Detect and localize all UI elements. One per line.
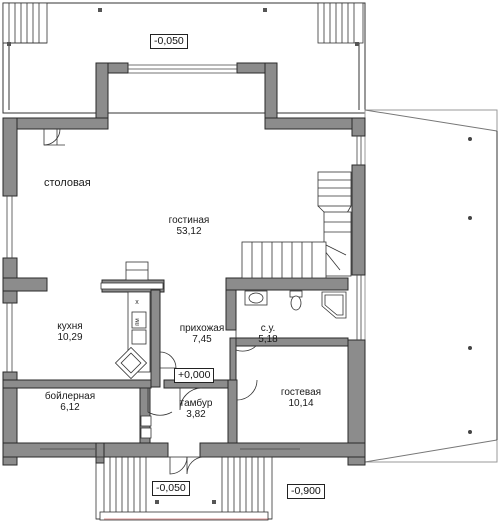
- room-living: гостиная 53,12: [164, 215, 214, 237]
- room-wc: с.у. 5,18: [252, 323, 284, 345]
- windows: [6, 64, 362, 450]
- room-vestibule-area: 3,82: [186, 409, 206, 420]
- doors: [43, 128, 258, 475]
- room-guest-area: 10,14: [288, 398, 314, 409]
- room-vestibule: тамбур 3,82: [172, 398, 220, 420]
- room-hall-name: прихожая: [179, 323, 225, 334]
- boiler-equipment: [140, 415, 152, 439]
- staircase: [241, 171, 352, 279]
- room-boiler-name: бойлерная: [44, 391, 96, 402]
- room-wc-name: с.у.: [260, 323, 276, 334]
- level-ground: -0,900: [287, 484, 325, 499]
- exterior-walls: [2, 62, 366, 466]
- level-top-terrace: -0,050: [150, 34, 188, 49]
- room-boiler: бойлерная 6,12: [42, 391, 98, 413]
- room-living-name: гостиная: [168, 215, 210, 226]
- terrace-steps-right: [317, 2, 364, 44]
- room-guest-name: гостевая: [280, 387, 322, 398]
- room-guest: гостевая 10,14: [276, 387, 326, 409]
- level-bottom-porch: -0,050: [152, 481, 190, 496]
- room-kitchen: кухня 10,29: [48, 321, 92, 343]
- porch-posts: [155, 500, 216, 504]
- porch-steps-right: [221, 457, 265, 512]
- room-kitchen-area: 10,29: [57, 332, 83, 343]
- room-wc-area: 5,18: [258, 334, 278, 345]
- room-living-area: 53,12: [176, 226, 202, 237]
- porch-steps-left: [103, 457, 147, 512]
- room-dining-name: столовая: [44, 177, 91, 189]
- canopy-posts: [468, 137, 472, 434]
- room-hall: прихожая 7,45: [176, 323, 228, 345]
- room-kitchen-name: кухня: [57, 321, 83, 332]
- appliance-mark-pm: пм: [135, 318, 141, 325]
- appliance-mark-x: x: [135, 299, 139, 306]
- level-entrance: +0,000: [174, 368, 215, 383]
- bathroom-fixtures: [244, 290, 347, 319]
- terrace-posts: [7, 8, 359, 46]
- room-vestibule-name: тамбур: [179, 398, 213, 409]
- terrace-steps-left: [2, 2, 48, 44]
- room-hall-area: 7,45: [192, 334, 212, 345]
- room-boiler-area: 6,12: [60, 402, 80, 413]
- carport-canopy: [364, 109, 498, 463]
- kitchen-fittings: [100, 261, 164, 380]
- top-terrace: [2, 2, 366, 114]
